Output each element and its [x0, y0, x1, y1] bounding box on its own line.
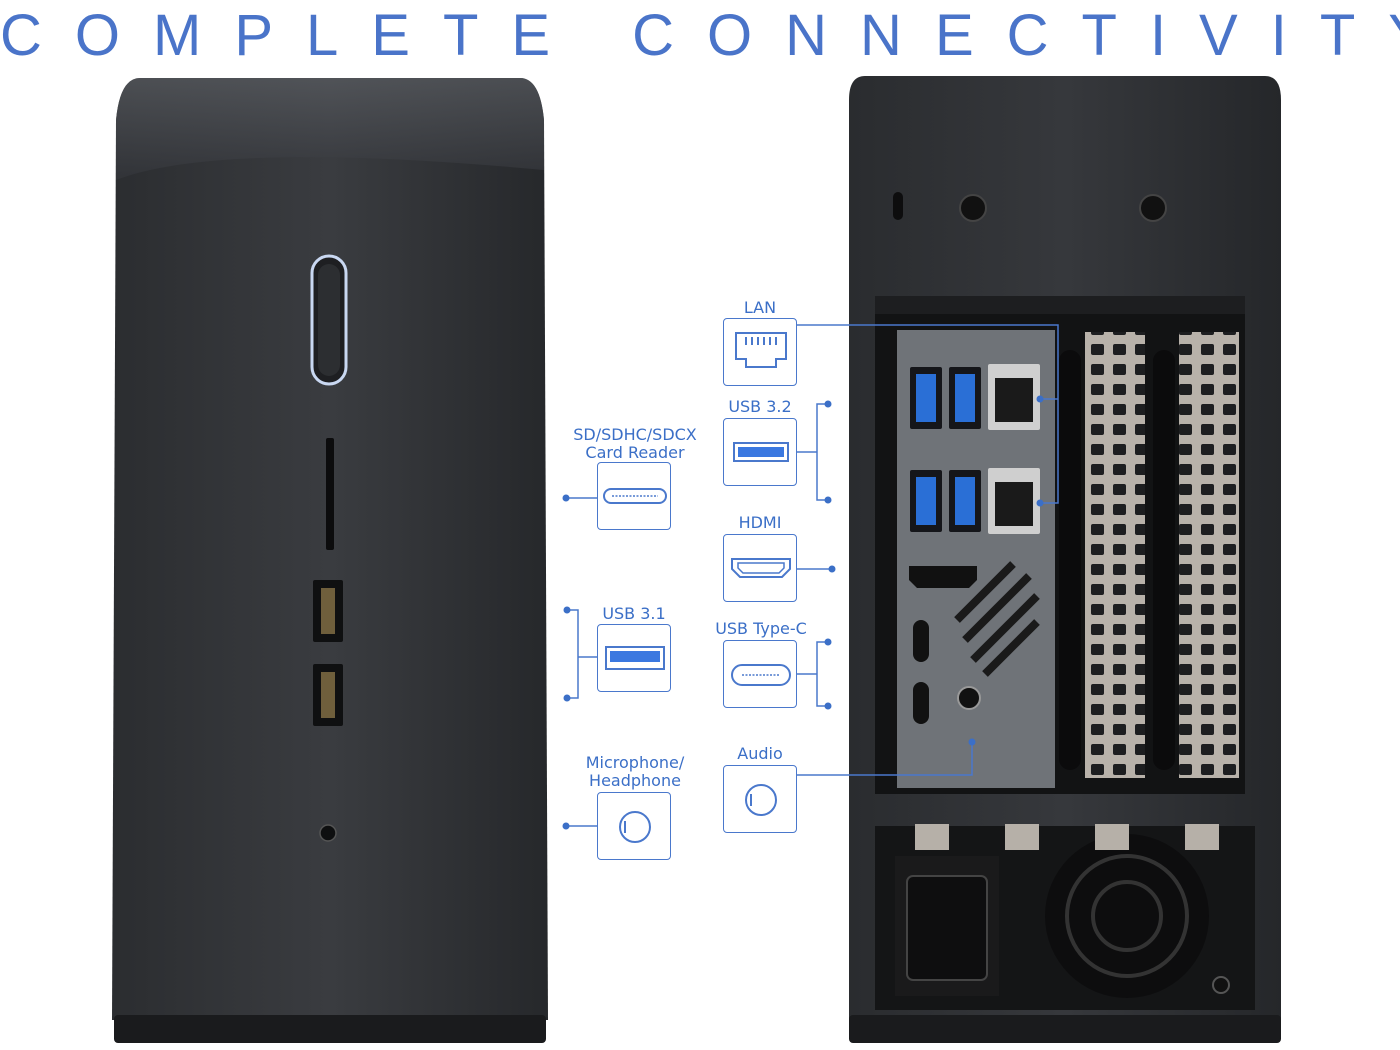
- front-chassis-image: [112, 78, 548, 1043]
- usb31-label: USB 3.1: [602, 604, 666, 623]
- card-reader-label: SD/SDHC/SDCX Card Reader: [565, 426, 705, 462]
- lan-label: LAN: [743, 298, 777, 317]
- card-reader-label-line2: Card Reader: [585, 443, 685, 462]
- usb31-port-icon: [597, 624, 671, 692]
- microphone-headphone-jack-icon: [597, 792, 671, 860]
- card-reader-label-line1: SD/SDHC/SDCX: [573, 425, 697, 444]
- rear-chassis-image: [849, 76, 1281, 1043]
- headline: COMPLETE CONNECTIVITY: [0, 3, 1400, 68]
- usb-typec-label: USB Type-C: [715, 619, 807, 638]
- hdmi-label: HDMI: [738, 513, 782, 532]
- mic-label-line2: Headphone: [589, 771, 681, 790]
- hdmi-port-icon: [723, 534, 797, 602]
- mic-label-line1: Microphone/: [585, 753, 685, 772]
- mic-headphone-label: Microphone/ Headphone: [575, 754, 695, 790]
- usb32-label: USB 3.2: [728, 397, 792, 416]
- sd-card-reader-icon: [597, 462, 671, 530]
- audio-jack-icon: [723, 765, 797, 833]
- audio-label: Audio: [737, 744, 783, 763]
- usb32-port-icon: [723, 418, 797, 486]
- usb-typec-port-icon: [723, 640, 797, 708]
- lan-port-icon: [723, 318, 797, 386]
